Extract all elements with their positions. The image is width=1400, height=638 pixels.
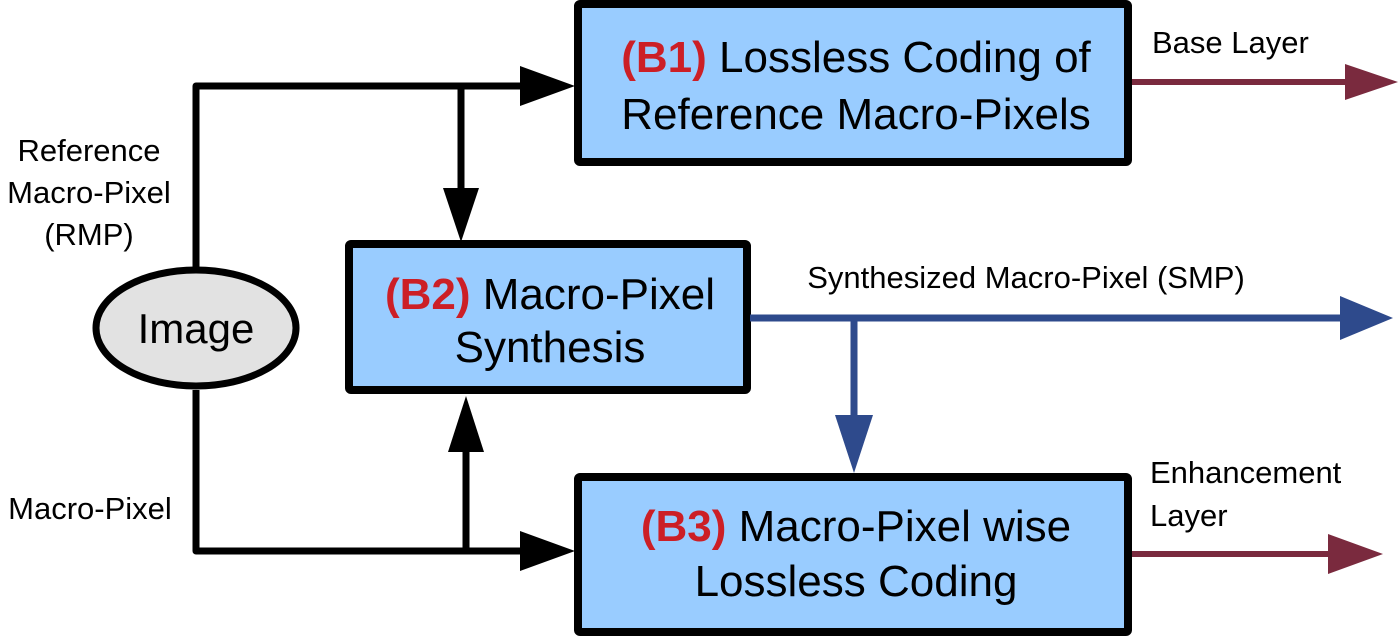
block-b1-tag: (B1) [621,33,707,82]
rmp-label-line-3: (RMP) [44,217,134,252]
block-b2-line-2: Synthesis [455,323,646,372]
mp-path [192,390,575,571]
image-label: Image [138,305,255,352]
rmp-line [192,82,522,268]
block-b3-line-1: (B3) Macro-Pixel wise [641,502,1071,551]
arrow-to-b2-bottom [448,396,484,452]
block-b2-line-1: (B2) Macro-Pixel [385,270,715,319]
block-b1-line-1: (B1) Lossless Coding of [621,33,1091,82]
block-b3-tag: (B3) [641,502,727,551]
block-b3-space [726,502,738,551]
image-ellipse [92,266,300,390]
enhancement-layer-label-line-2: Layer [1150,498,1228,533]
block-b2-space [471,270,483,319]
rmp-label: Reference Macro-Pixel (RMP) [7,133,171,252]
block-b1-space [707,33,719,82]
block-b1-box [574,0,1132,166]
arrow-to-b2-top [443,188,479,242]
smp-output-arrow [1340,296,1393,340]
arrow-to-b1 [520,66,575,106]
arrow-to-b3-top [835,415,873,473]
mp-line [192,390,522,555]
enhancement-layer-label-line-1: Enhancement [1150,455,1342,490]
rmp-path [192,66,575,268]
base-layer-output: Base Layer [1132,25,1398,100]
base-layer-arrow [1345,64,1398,100]
block-b2-tag: (B2) [385,270,471,319]
block-b3-title: Macro-Pixel wise [739,502,1072,551]
base-layer-label: Base Layer [1152,25,1309,60]
rmp-label-line-2: Macro-Pixel [7,175,171,210]
block-b1-line-2: Reference Macro-Pixels [621,90,1091,139]
mp-label: Macro-Pixel [8,491,172,526]
block-b2-box [345,240,751,394]
smp-path: Synthesized Macro-Pixel (SMP) [750,260,1393,473]
block-b3-line-2: Lossless Coding [695,557,1018,606]
enhancement-layer-output: Enhancement Layer [1132,455,1383,574]
block-b1: (B1) Lossless Coding of Reference Macro-… [574,0,1132,166]
smp-label: Synthesized Macro-Pixel (SMP) [807,260,1245,295]
block-b2-title: Macro-Pixel [483,270,715,319]
block-b2: (B2) Macro-Pixel Synthesis [345,240,751,394]
arrow-to-b3 [520,531,575,571]
block-b1-title: Lossless Coding of [719,33,1092,82]
rmp-label-line-1: Reference [17,133,160,168]
block-b3-box [574,473,1132,636]
enhancement-layer-arrow [1328,534,1383,574]
block-b3: (B3) Macro-Pixel wise Lossless Coding [574,473,1132,636]
image-source: Image [92,266,300,390]
